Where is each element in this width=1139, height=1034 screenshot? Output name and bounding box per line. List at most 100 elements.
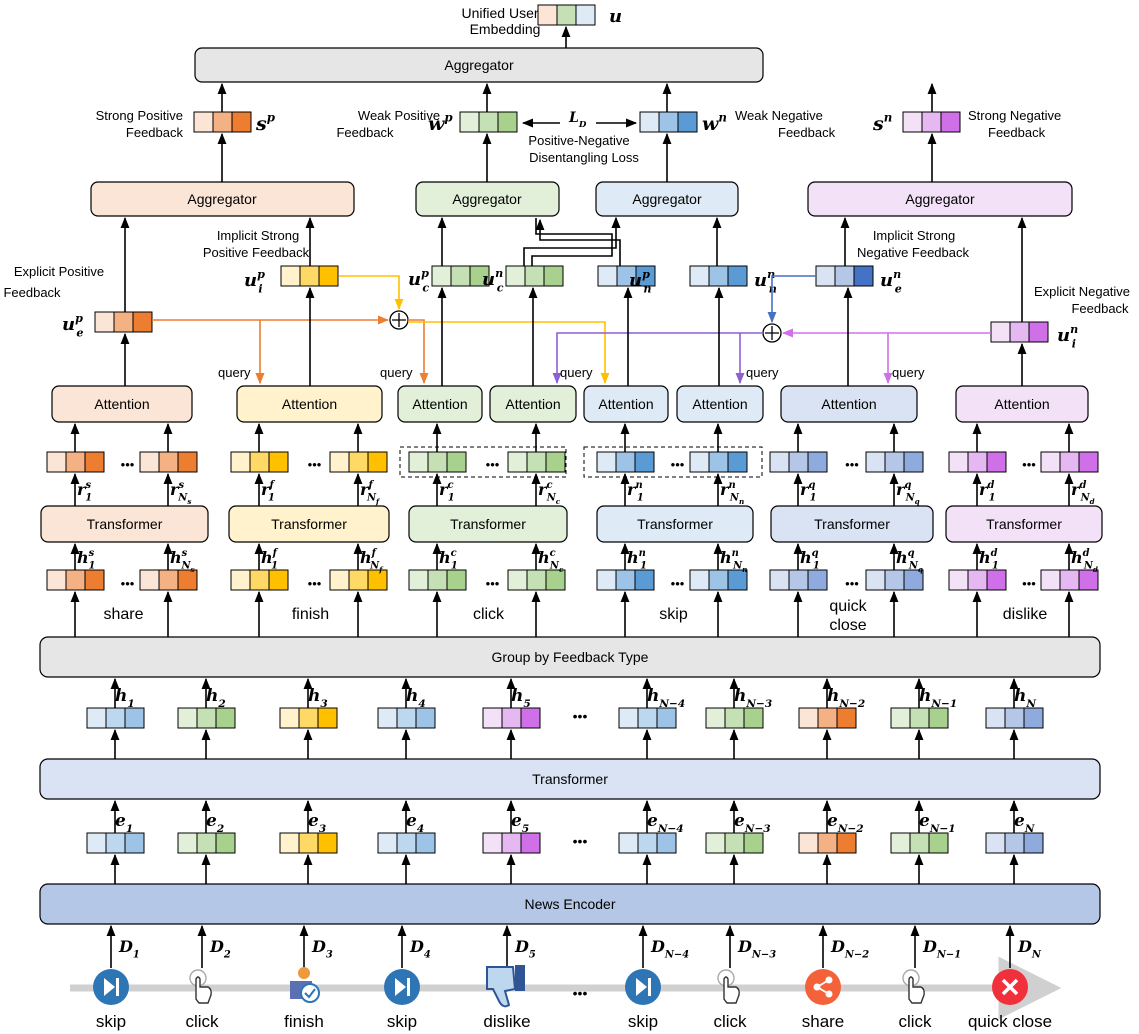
r-vector-share-first: [46, 451, 105, 473]
plus-sign-neg: [765, 326, 779, 340]
e-seq-label-7: eN−2: [827, 811, 864, 835]
share-icon: [805, 969, 841, 1005]
vector-cell: [348, 569, 369, 591]
loss-label-2: Disentangling Loss: [529, 150, 639, 165]
weak-neg-label-1: Weak Negative: [735, 108, 823, 123]
vector-cell: [124, 707, 145, 729]
vector-cell: [948, 451, 969, 473]
vector-cell: [524, 265, 545, 287]
vector-cell: [507, 569, 528, 591]
group-name-2: click: [473, 606, 505, 623]
group-transformer-1-box: [228, 505, 390, 543]
vector-cell: [788, 451, 809, 473]
e-seq-vector-5: [618, 832, 677, 854]
skip-icon-triangle: [636, 978, 647, 996]
e-seq-vector-9: [985, 832, 1044, 854]
e-seq-vector-1: [177, 832, 236, 854]
ellipsis-hseq: •••: [573, 708, 588, 724]
ellipsis-r-5: •••: [1022, 457, 1036, 472]
arrow-ucn-to-negagg-line: [523, 216, 621, 266]
group-transformer-5-box: [945, 505, 1103, 543]
strong-neg-label-1: Strong Negative: [968, 108, 1061, 123]
vector-cell: [948, 569, 969, 591]
vector-cell: [807, 569, 828, 591]
r-vector-skip-first: [596, 451, 655, 473]
finish-icon: [290, 967, 320, 1003]
vector-cell: [708, 569, 729, 591]
e-seq-label-5: eN−4: [647, 811, 684, 835]
aggregator-neg-strong-box: [807, 181, 1073, 217]
vector-cell: [727, 569, 748, 591]
vector-cell: [396, 707, 417, 729]
vector-cell: [193, 111, 214, 133]
vector-cell: [1078, 451, 1099, 473]
vector-cell: [708, 265, 729, 287]
explicit-pos-label-2: Feedback: [3, 285, 61, 300]
aggregator-weak-neg-label: Aggregator: [632, 191, 702, 207]
r-vector-dislike-last: [1040, 451, 1099, 473]
vector-cell: [249, 451, 270, 473]
vector-cell: [299, 265, 320, 287]
vector-cell: [618, 707, 639, 729]
r-vector-finish-first: [230, 451, 289, 473]
ellipsis-h-4: •••: [845, 576, 859, 591]
vector-cell: [596, 451, 617, 473]
vector-cell: [903, 569, 924, 591]
group-transformer-2-label: Transformer: [450, 516, 526, 532]
group-transformer-4-label: Transformer: [814, 516, 890, 532]
group-by-box: [39, 636, 1101, 678]
query-label-1: query: [218, 365, 251, 380]
ellipsis-r-2: •••: [486, 457, 500, 472]
plus-sign-pos: [392, 313, 406, 327]
strong-pos-label-2: Feedback: [126, 125, 184, 140]
e-seq-label-3: e4: [406, 811, 424, 835]
finish-icon-head: [298, 967, 310, 979]
click-icon: [717, 969, 740, 1004]
arrow-plus-query-click: [408, 319, 429, 385]
action-label-1: click: [185, 1012, 219, 1031]
vector-cell: [65, 451, 86, 473]
query-label-5: query: [892, 365, 925, 380]
h-seq-label-7: hN−2: [827, 686, 865, 710]
vector-cell: [526, 451, 547, 473]
group-transformer-5-label: Transformer: [986, 516, 1062, 532]
group-name-1: finish: [292, 606, 329, 623]
weak-neg-label-2: Feedback: [778, 125, 836, 140]
vector-cell: [543, 265, 564, 287]
weak-pos-label-1: Weak Positive: [358, 108, 440, 123]
ellipsis-r-4: •••: [845, 457, 859, 472]
vector-cell: [890, 707, 911, 729]
vector-cell: [639, 111, 660, 133]
vector-cell: [482, 707, 503, 729]
e-seq-vector-7: [798, 832, 857, 854]
vector-cell: [817, 707, 838, 729]
implicit-pos-label-1: Implicit Strong: [217, 228, 299, 243]
vector-cell: [596, 569, 617, 591]
aggregator-pos-strong-label: Aggregator: [187, 191, 257, 207]
close-icon: [992, 969, 1028, 1005]
h-seq-vector-2: [279, 707, 338, 729]
implicit-neg-vector: [815, 265, 874, 287]
vector-cell: [637, 832, 658, 854]
explicit-pos-vector: [94, 311, 153, 333]
attention-7-label: Attention: [994, 396, 1049, 412]
vector-cell: [520, 832, 541, 854]
vector-cell: [478, 111, 499, 133]
vector-cell: [618, 832, 639, 854]
action-label-6: click: [713, 1012, 747, 1031]
vector-cell: [902, 111, 923, 133]
ellipsis-eseq: •••: [573, 833, 588, 849]
vector-cell: [890, 832, 911, 854]
strong-neg-vector: [902, 111, 961, 133]
vector-cell: [196, 707, 217, 729]
explicit-neg-label-2: Feedback: [1071, 301, 1129, 316]
vector-cell: [689, 265, 710, 287]
